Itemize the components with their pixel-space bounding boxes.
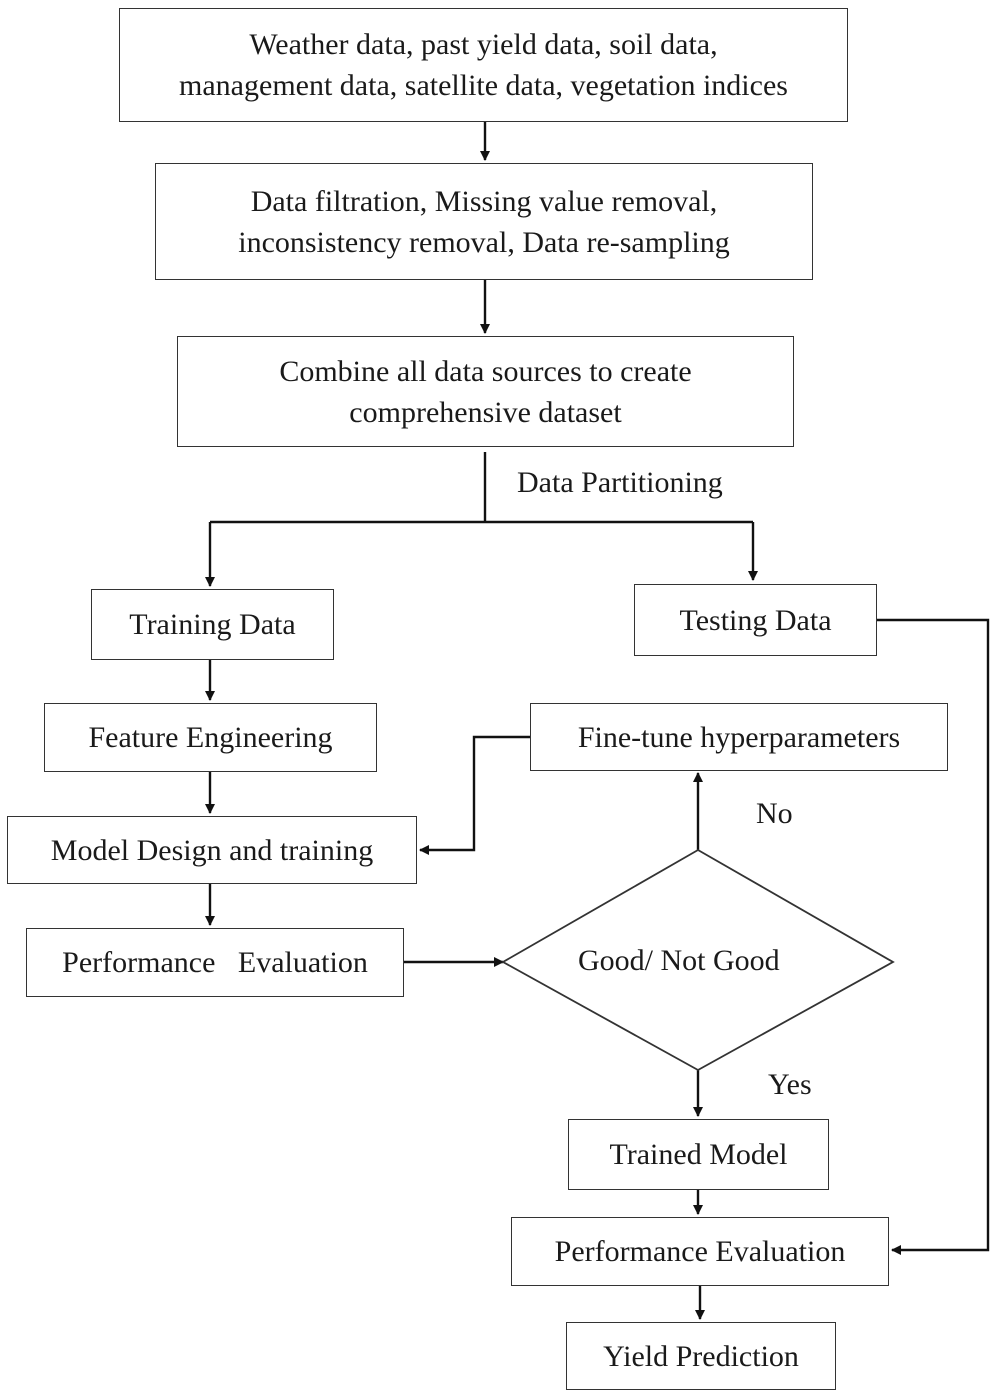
arrow-finetune-to-model bbox=[419, 735, 530, 855]
combine-box: Combine all data sources to create compre… bbox=[177, 336, 794, 447]
combine-line-1: Combine all data sources to create bbox=[279, 354, 692, 388]
yes-label: Yes bbox=[768, 1068, 812, 1101]
trained-model-label: Trained Model bbox=[609, 1138, 788, 1171]
decision-diamond bbox=[501, 848, 895, 1072]
decision-label: Good/ Not Good bbox=[578, 944, 780, 977]
data-partitioning-label: Data Partitioning bbox=[517, 466, 723, 499]
feature-engineering-label: Feature Engineering bbox=[88, 721, 333, 754]
no-label: No bbox=[756, 797, 793, 830]
performance-evaluation-1-box: Performance Evaluation bbox=[26, 928, 404, 997]
model-design-box: Model Design and training bbox=[7, 816, 417, 884]
yield-prediction-label: Yield Prediction bbox=[603, 1339, 799, 1373]
preprocessing-box: Data filtration, Missing value removal, i… bbox=[155, 163, 813, 280]
testing-data-label: Testing Data bbox=[679, 603, 832, 637]
performance-evaluation-2-label: Performance Evaluation bbox=[554, 1235, 846, 1268]
fine-tune-box: Fine-tune hyperparameters bbox=[530, 703, 948, 771]
data-sources-line-1: Weather data, past yield data, soil data… bbox=[249, 28, 718, 61]
training-data-label: Training Data bbox=[129, 608, 296, 641]
feature-engineering-box: Feature Engineering bbox=[44, 703, 377, 772]
data-sources-line-2: management data, satellite data, vegetat… bbox=[179, 69, 788, 102]
training-data-box: Training Data bbox=[91, 589, 334, 660]
preprocessing-line-2: inconsistency removal, Data re-sampling bbox=[238, 225, 730, 259]
performance-evaluation-1-label: Performance Evaluation bbox=[62, 946, 368, 979]
arrow-testing-to-eval bbox=[877, 618, 990, 1255]
model-design-label: Model Design and training bbox=[50, 833, 374, 867]
yield-prediction-box: Yield Prediction bbox=[566, 1322, 836, 1390]
data-sources-box: Weather data, past yield data, soil data… bbox=[119, 8, 848, 122]
combine-line-2: comprehensive dataset bbox=[349, 395, 622, 429]
trained-model-box: Trained Model bbox=[568, 1119, 829, 1190]
testing-data-box: Testing Data bbox=[634, 584, 877, 656]
preprocessing-line-1: Data filtration, Missing value removal, bbox=[250, 184, 718, 218]
fine-tune-label: Fine-tune hyperparameters bbox=[577, 720, 901, 754]
performance-evaluation-2-box: Performance Evaluation bbox=[511, 1217, 889, 1286]
